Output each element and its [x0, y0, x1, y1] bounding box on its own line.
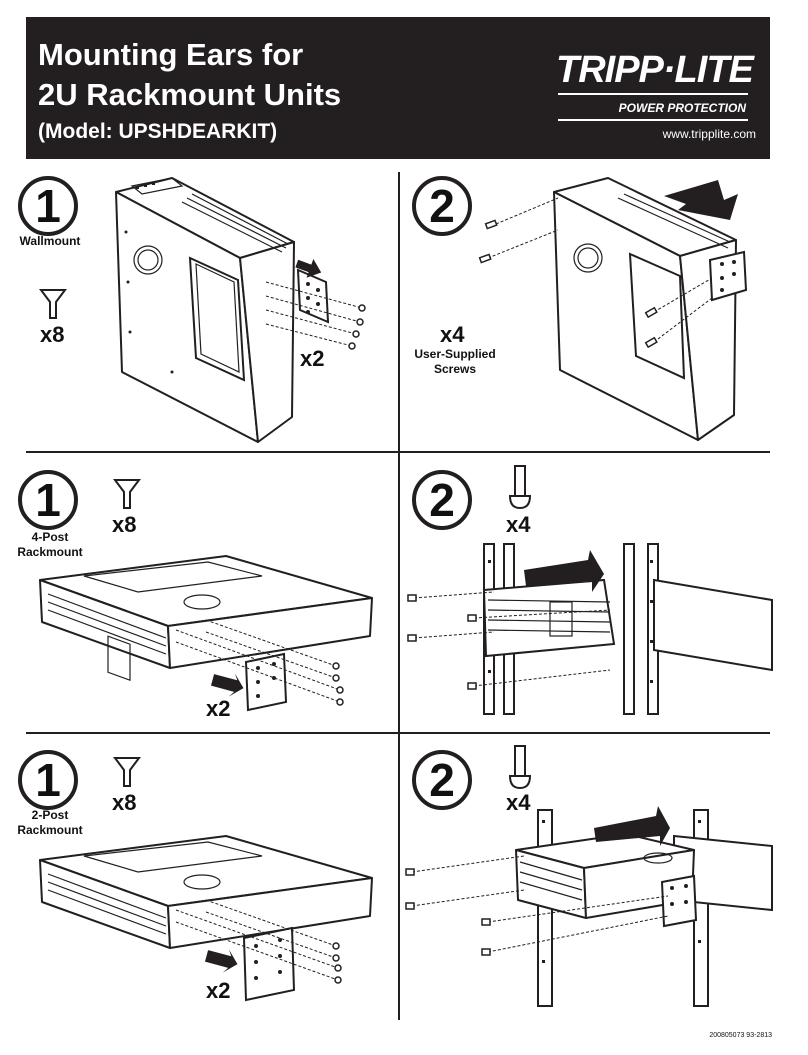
four-post-label-line-2: Rackmount [17, 545, 83, 559]
flat-head-screw-icon [113, 757, 141, 787]
bracket-quantity: x2 [206, 978, 231, 1003]
pan-head-screw-icon [508, 745, 532, 790]
page-title: Mounting Ears for 2U Rackmount Units [38, 35, 341, 115]
step-1-circle: 1 [18, 470, 78, 530]
ups-in-2post-rack-illustration [405, 806, 773, 1007]
screw-quantity: x8 [40, 322, 65, 347]
logo-subtitle: POWER PROTECTION [618, 101, 746, 115]
step-1-circle: 1 [18, 750, 78, 810]
divider-column [398, 172, 400, 1020]
flat-head-screw-icon [39, 289, 67, 319]
document-number: 200805073 93-2813 [709, 1032, 772, 1039]
rack-screw-quantity: x4 [506, 790, 531, 815]
two-post-rackmount-label: 2-Post Rackmount [10, 808, 90, 838]
user-supplied-label-line-1: User-Supplied [414, 347, 496, 361]
ups-in-4post-rack-illustration [407, 543, 773, 715]
user-screw-quantity: x4 [440, 322, 465, 347]
logo-text: TRIPP·LITE [556, 49, 754, 91]
step-2-circle: 2 [412, 750, 472, 810]
model-number: (Model: UPSHDEARKIT) [38, 120, 278, 143]
screw-quantity: x8 [112, 790, 137, 815]
logo-rule-top [558, 93, 748, 95]
user-supplied-label-line-2: Screws [433, 362, 477, 376]
bracket-quantity: x2 [206, 696, 231, 721]
step-2-circle: 2 [412, 470, 472, 530]
header-banner: Mounting Ears for 2U Rackmount Units (Mo… [26, 17, 770, 159]
ups-rackmount-2post-illustration [39, 835, 373, 1002]
flat-head-screw-icon [113, 479, 141, 509]
ups-tower-wall-fastened-illustration [478, 177, 748, 441]
tripp-lite-logo: TRIPP·LITE POWER PROTECTION [556, 49, 756, 129]
two-post-label-line-2: Rackmount [17, 823, 83, 837]
step-2-circle: 2 [412, 176, 472, 236]
title-line-2: 2U Rackmount Units [38, 77, 342, 112]
ups-rackmount-4post-illustration [39, 555, 373, 712]
pan-head-screw-icon [508, 465, 532, 510]
bracket-quantity: x2 [300, 346, 325, 371]
user-supplied-screws-label: User-Supplied Screws [400, 347, 510, 377]
logo-rule-bottom [558, 119, 748, 121]
website-url: www.tripplite.com [662, 127, 756, 141]
rack-screw-quantity: x4 [506, 512, 531, 537]
step-1-circle: 1 [18, 176, 78, 236]
two-post-label-line-1: 2-Post [31, 808, 69, 822]
four-post-rackmount-label: 4-Post Rackmount [10, 530, 90, 560]
four-post-label-line-1: 4-Post [31, 530, 69, 544]
ups-tower-wallmount-illustration [115, 177, 366, 443]
screw-quantity: x8 [112, 512, 137, 537]
wallmount-label: Wallmount [19, 234, 81, 248]
title-line-1: Mounting Ears for [38, 37, 304, 72]
